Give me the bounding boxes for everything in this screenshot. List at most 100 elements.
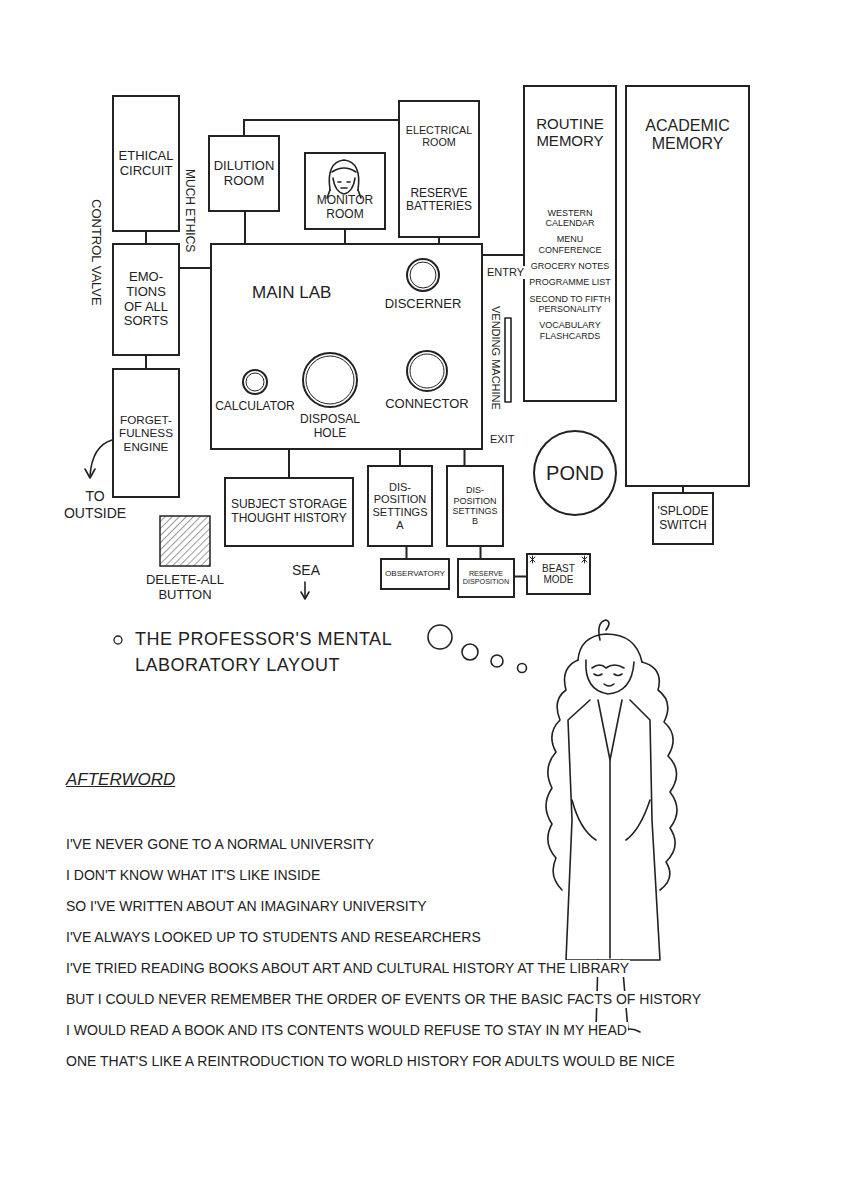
- afterword-text: ONE THAT'S LIKE A REINTRODUCTION TO WORL…: [65, 1053, 676, 1070]
- node-title: SUBJECT STORAGE THOUGHT HISTORY: [229, 498, 349, 526]
- afterword-text: I'VE TRIED READING BOOKS ABOUT ART AND C…: [65, 960, 630, 977]
- node-title: FORGET-FULNESS ENGINE: [117, 413, 175, 453]
- room-box: ETHICAL CIRCUIT: [112, 95, 180, 232]
- node-text: GROCERY NOTES: [531, 261, 610, 271]
- annotation-label: SEA: [291, 562, 321, 579]
- afterword-text: I DON'T KNOW WHAT IT'S LIKE INSIDE: [65, 867, 321, 884]
- circle-outline: [404, 348, 450, 394]
- room-box: FORGET-FULNESS ENGINE: [112, 368, 180, 498]
- circle-outline: [300, 350, 360, 410]
- node-text: MENU CONFERENCE: [528, 234, 612, 255]
- room-box: OBSERVATORY: [380, 558, 450, 590]
- node-title: POND: [546, 462, 604, 485]
- connector: [145, 356, 147, 368]
- connector: [180, 267, 210, 269]
- hatched-square: [159, 515, 211, 567]
- circle-ring: [410, 354, 444, 388]
- node-text: PROGRAMME LIST: [529, 277, 611, 287]
- node-title: ACADEMIC MEMORY: [631, 117, 744, 154]
- connector: [244, 120, 398, 135]
- connector: [406, 547, 408, 558]
- room-box: SUBJECT STORAGE THOUGHT HISTORY: [224, 477, 354, 547]
- node-title: DISPOSAL HOLE: [290, 413, 370, 441]
- afterword-text: AFTERWORD: [65, 770, 176, 790]
- node-title: DELETE-ALL BUTTON: [135, 573, 235, 603]
- circle-outline: [404, 256, 442, 294]
- arrowhead: [85, 469, 95, 478]
- monitor-face: [327, 160, 361, 198]
- node-title: ETHICAL CIRCUIT: [117, 149, 175, 179]
- circle-outline: [240, 367, 270, 397]
- node-title: ROUTINE MEMORY: [528, 115, 612, 150]
- node-title: RESERVE DISPOSITION: [462, 570, 510, 587]
- node-title: DIS-POSITION SETTINGS A: [372, 481, 428, 532]
- thought-bubbles: [428, 625, 527, 673]
- square-fill: [160, 516, 210, 566]
- vending-machine: [505, 318, 511, 402]
- annotation-label: EXIT: [489, 433, 515, 446]
- annotation-label: ENTRY: [486, 266, 525, 279]
- connector: [145, 232, 147, 243]
- circle-ring: [407, 351, 447, 391]
- node-title: MAIN LAB: [252, 283, 331, 303]
- memory-box: ROUTINE MEMORYWESTERN CALENDARMENU CONFE…: [523, 85, 617, 402]
- button-square: DELETE-ALL BUTTON: [135, 515, 235, 603]
- connector: [480, 547, 482, 558]
- vertical-label: CONTROL VALVE: [88, 198, 104, 307]
- connector: [288, 450, 290, 477]
- bullet: [114, 636, 122, 644]
- node-title: BEAST MODE: [531, 563, 586, 586]
- arrowhead: [301, 592, 309, 599]
- afterword-text: I'VE ALWAYS LOOKED UP TO STUDENTS AND RE…: [65, 929, 482, 946]
- connector: [244, 212, 246, 243]
- node-title: CONNECTOR: [385, 397, 469, 412]
- node-title: DIS-POSITION SETTINGS B: [451, 485, 499, 526]
- afterword-text: BUT I COULD NEVER REMEMBER THE ORDER OF …: [65, 991, 702, 1008]
- circle-ring: [410, 262, 436, 288]
- node-title: CALCULATOR: [215, 400, 295, 414]
- device-circle: DISPOSAL HOLE: [290, 350, 370, 441]
- circle-ring: [246, 373, 264, 391]
- node-title: ELECTRICAL ROOM: [403, 124, 475, 149]
- room-box: DILUTION ROOM: [208, 135, 280, 212]
- node-title: OBSERVATORY: [385, 569, 445, 578]
- connector: [399, 450, 401, 465]
- connector: [515, 576, 526, 578]
- node-title: EMO-TIONS OF ALL SORTS: [117, 270, 175, 330]
- pond-circle: POND: [533, 430, 617, 516]
- room-box: DIS-POSITION SETTINGS B: [446, 465, 504, 547]
- connector: [483, 254, 523, 256]
- sea-arrow: [304, 582, 306, 598]
- circle-ring: [306, 356, 354, 404]
- afterword-text: I WOULD READ A BOOK AND ITS CONTENTS WOU…: [65, 1022, 628, 1039]
- annotation-label: TO OUTSIDE: [58, 488, 132, 522]
- node-title: 'SPLODE SWITCH: [657, 505, 709, 533]
- device-circle: CONNECTOR: [381, 348, 473, 412]
- afterword-text: I'VE NEVER GONE TO A NORMAL UNIVERSITY: [65, 836, 375, 853]
- switch-box: 'SPLODE SWITCH: [652, 492, 714, 545]
- circle-ring: [303, 353, 357, 407]
- circle-ring: [243, 370, 267, 394]
- room-box: MONITOR ROOM: [304, 152, 386, 230]
- room-box: RESERVE DISPOSITION: [457, 558, 515, 598]
- circle-ring: [407, 259, 439, 291]
- afterword-text: SO I'VE WRITTEN ABOUT AN IMAGINARY UNIVE…: [65, 898, 428, 915]
- node-text: VOCABULARY FLASHCARDS: [528, 320, 612, 341]
- room-box: ELECTRICAL ROOM RESERVE BATTERIES: [398, 100, 480, 238]
- node-title: MONITOR ROOM: [308, 194, 382, 222]
- room-box: DIS-POSITION SETTINGS A: [367, 465, 433, 547]
- connector: [464, 450, 466, 465]
- node-text: RESERVE BATTERIES: [403, 187, 475, 215]
- device-circle: DISCERNER: [378, 256, 468, 312]
- star-marks: [530, 556, 587, 563]
- room-box: EMO-TIONS OF ALL SORTS: [112, 243, 180, 356]
- connector: [344, 230, 346, 243]
- device-circle: CALCULATOR: [212, 367, 298, 414]
- node-title: DILUTION ROOM: [213, 159, 275, 189]
- node-title: DISCERNER: [385, 297, 462, 312]
- vertical-label: VENDING MACHINE: [489, 305, 502, 411]
- caption-text: THE PROFESSOR'S MENTAL LABORATORY LAYOUT: [135, 626, 405, 678]
